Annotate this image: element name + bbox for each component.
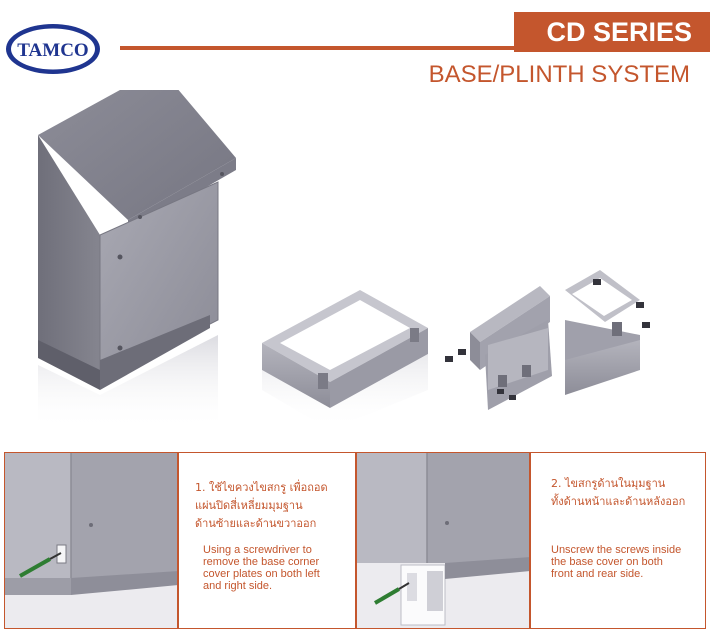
logo-text: TAMCO [17,40,88,61]
step-1-image [4,452,178,629]
step-2-english-line: Unscrew the screws inside [551,544,682,556]
step-1-english-line: Using a screwdriver to [203,544,312,556]
step-2-thai-line: ทั้งด้านหน้าและด้านหลังออก [551,495,686,508]
step-1-thai-line: แผ่นปิดสี่เหลี่ยมมุมฐาน [195,499,303,512]
header-rule [120,46,515,50]
series-title: CD SERIES [514,12,710,52]
step-2-english-line: the base cover on both [551,556,663,568]
step-1-english-line: and right side. [203,580,273,592]
instruction-band: 1. ใช้ไขควงไขสกรู เพื่อถอด แผ่นปิดสี่เหล… [0,448,710,635]
step-2-text-panel: 2. ไขสกรูด้านในมุมฐาน ทั้งด้านหน้าและด้า… [530,452,706,629]
tamco-logo: TAMCO [4,22,102,76]
step-1-thai-line: 1. ใช้ไขควงไขสกรู เพื่อถอด [195,481,328,494]
step-2-english-text: Unscrew the screws inside the base cover… [551,544,701,580]
step-2-image [356,452,530,629]
step-1-thai-text: 1. ใช้ไขควงไขสกรู เพื่อถอด แผ่นปิดสี่เหล… [195,479,350,533]
step-1-english-line: remove the base corner [203,556,320,568]
step-2-thai-text: 2. ไขสกรูด้านในมุมฐาน ทั้งด้านหน้าและด้า… [551,475,701,511]
hero-illustration [0,90,710,430]
step-2-english-line: front and rear side. [551,568,644,580]
page-subtitle: BASE/PLINTH SYSTEM [428,61,690,88]
step-2-thai-line: 2. ไขสกรูด้านในมุมฐาน [551,477,666,490]
step-1-thai-line: ด้านซ้ายและด้านขวาออก [195,517,317,530]
step-1-english-text: Using a screwdriver to remove the base c… [203,544,343,592]
step-1-english-line: cover plates on both left [203,568,320,580]
step-1-text-panel: 1. ใช้ไขควงไขสกรู เพื่อถอด แผ่นปิดสี่เหล… [178,452,356,629]
